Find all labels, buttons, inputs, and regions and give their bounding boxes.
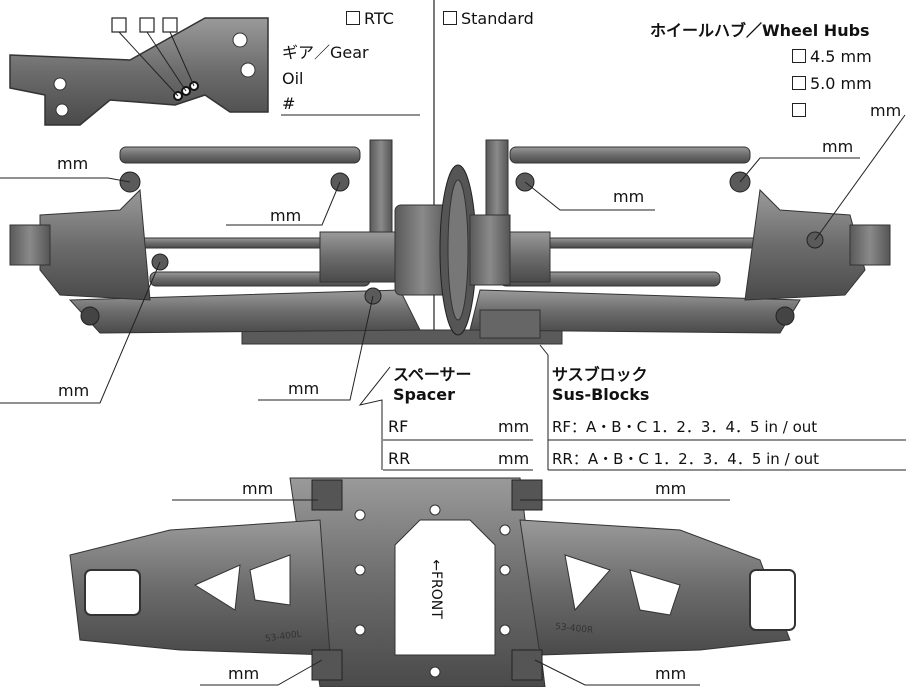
leader-lines-lower: [172, 499, 730, 686]
wheel-hub-option-45[interactable]: 4.5 mm: [792, 48, 872, 66]
arm-right-part-code: 53-400R: [554, 622, 594, 636]
leader-lines-upper: [0, 114, 906, 470]
spacer-rr-label: RR: [388, 449, 411, 468]
mm-label-left-lower: mm: [58, 381, 90, 400]
mm-label-front-right-bottom: mm: [655, 664, 687, 683]
spacer-rf-label: RF: [388, 417, 409, 436]
checkbox-square-icon: [792, 49, 806, 63]
rear-suspension-assembly: [9, 139, 891, 345]
front-direction-label: ←FRONT: [428, 559, 444, 619]
sus-blocks-rr-line: RR：A・B・C 1．2．3．4．5 in / out: [552, 450, 819, 468]
checkbox-square-icon: [443, 11, 457, 25]
checkbox-standard-label: Standard: [461, 9, 534, 28]
mm-label-left-camber: mm: [57, 154, 89, 173]
checkbox-square-icon: [346, 11, 360, 25]
mm-label-front-right-top: mm: [655, 479, 687, 498]
gear-label: ギア／Gear: [282, 43, 369, 62]
mm-label-front-left-top: mm: [242, 479, 274, 498]
wheel-hub-option-custom[interactable]: mm: [792, 102, 901, 120]
mm-label-left-tower: mm: [270, 206, 302, 225]
oil-number-label: #: [282, 94, 296, 113]
checkbox-square-icon: [792, 103, 806, 117]
spacer-title-en: Spacer: [393, 385, 455, 404]
checkbox-rtc[interactable]: RTC: [346, 10, 394, 28]
spacer-rr-unit: mm: [498, 449, 530, 468]
checkbox-square-icon: [792, 76, 806, 90]
mm-label-right-tower: mm: [613, 187, 645, 206]
sus-blocks-title-en: Sus-Blocks: [552, 385, 650, 404]
wheel-hub-option-label: 4.5 mm: [810, 47, 872, 66]
front-arms-assembly: [69, 477, 796, 687]
spacer-title-jp: スペーサー: [393, 365, 472, 384]
spec-table-lines: [383, 439, 906, 471]
sus-blocks-title-jp: サスブロック: [552, 365, 648, 384]
sus-blocks-rf-line: RF：A・B・C 1．2．3．4．5 in / out: [552, 418, 818, 436]
wheel-hub-option-50[interactable]: 5.0 mm: [792, 75, 872, 93]
oil-label: Oil: [282, 69, 304, 88]
tower-hole-checkboxes: [111, 17, 195, 97]
checkbox-standard[interactable]: Standard: [443, 10, 534, 28]
wheel-hub-option-label: mm: [870, 101, 902, 120]
mm-label-right-camber: mm: [822, 137, 854, 156]
checkbox-rtc-label: RTC: [364, 9, 394, 28]
mm-label-center-lower: mm: [288, 379, 320, 398]
mm-label-front-left-bottom: mm: [228, 664, 260, 683]
wheel-hub-option-label: 5.0 mm: [810, 74, 872, 93]
spacer-rf-unit: mm: [498, 417, 530, 436]
shock-tower-plate: [9, 17, 269, 126]
wheel-hubs-title: ホイールハブ／Wheel Hubs: [650, 21, 870, 40]
